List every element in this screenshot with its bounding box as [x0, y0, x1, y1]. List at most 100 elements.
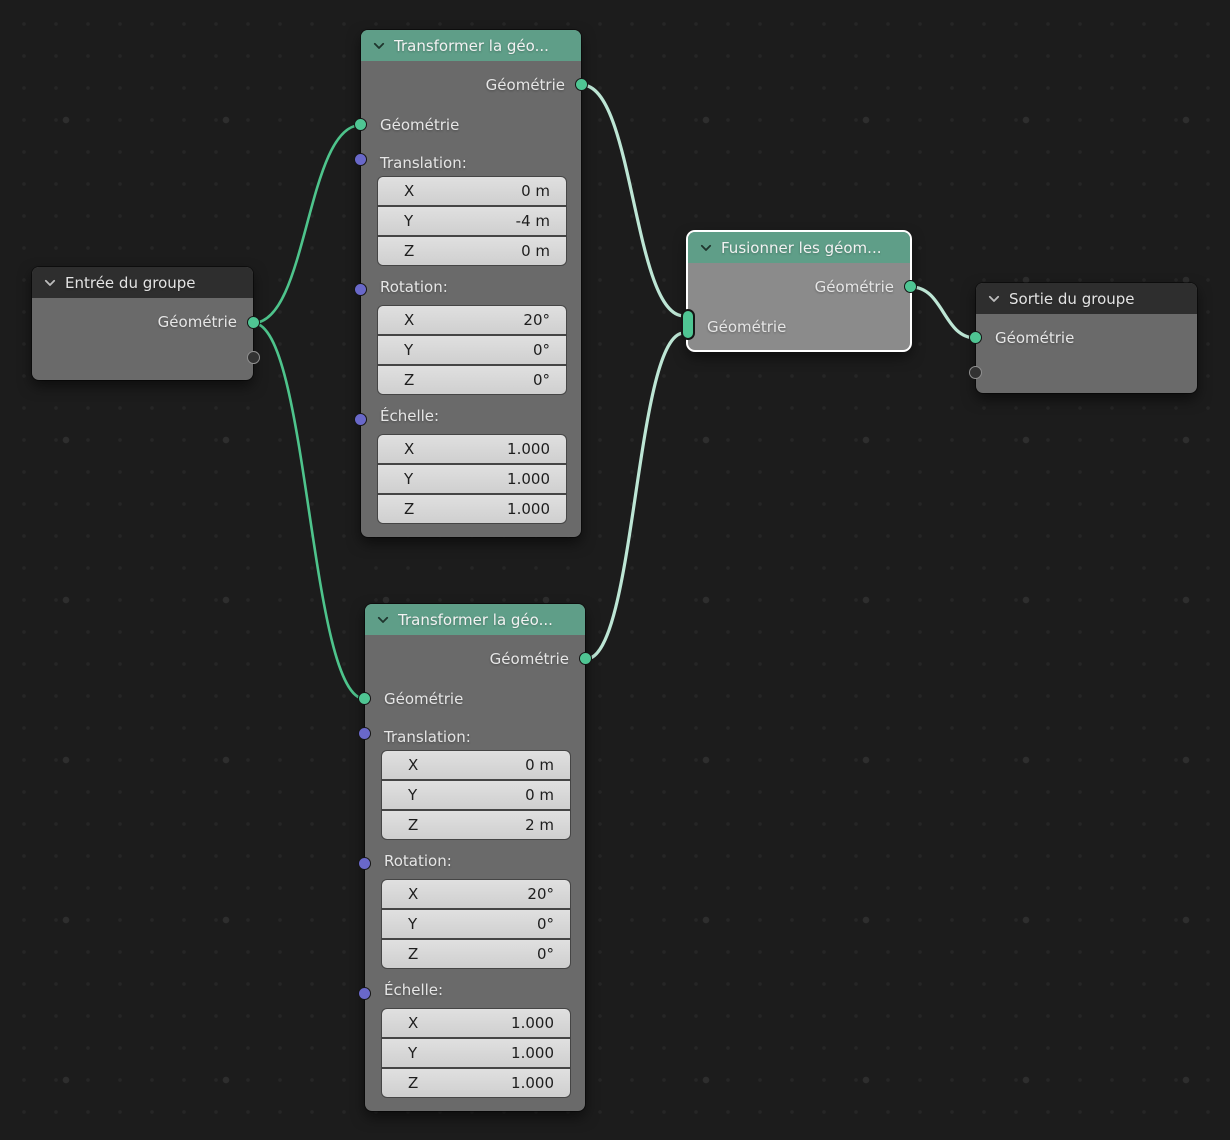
geometry-input-socket[interactable] [354, 118, 367, 131]
node-header[interactable]: Transformer la géo... [361, 30, 581, 61]
vector-fields-translation: X 0 m Y 0 m Z 2 m [382, 751, 570, 839]
field-rotation-y[interactable]: Y 0° [382, 910, 570, 938]
chevron-down-icon[interactable] [377, 616, 389, 624]
translation-input-socket[interactable] [354, 153, 367, 166]
input-row-scale: Échelle: [361, 402, 581, 430]
chevron-down-icon[interactable] [988, 295, 1000, 303]
output-label: Géométrie [157, 313, 237, 331]
translation-input-socket[interactable] [358, 727, 371, 740]
field-scale-y[interactable]: Y 1.000 [378, 465, 566, 493]
field-scale-x[interactable]: X 1.000 [382, 1009, 570, 1037]
field-translation-y[interactable]: Y 0 m [382, 781, 570, 809]
field-translation-y[interactable]: Y -4 m [378, 207, 566, 235]
field-translation-x[interactable]: X 0 m [382, 751, 570, 779]
axis-label: X [404, 440, 415, 458]
axis-label: X [404, 311, 415, 329]
node-header[interactable]: Transformer la géo... [365, 604, 585, 635]
field-value: 0° [536, 945, 554, 963]
axis-label: Y [408, 1044, 418, 1062]
node-transform-geometry-bottom[interactable]: Transformer la géo... Géométrie Géométri… [358, 604, 592, 1111]
input-row-rotation: Rotation: [361, 273, 581, 301]
input-label: Géométrie [707, 318, 787, 336]
input-label: Translation: [380, 154, 467, 172]
node-join-geometry[interactable]: Fusionner les géom... Géométrie Géométri… [681, 232, 917, 350]
virtual-output-socket[interactable] [247, 351, 260, 364]
virtual-input-socket[interactable] [969, 366, 982, 379]
field-translation-z[interactable]: Z 0 m [378, 237, 566, 265]
axis-label: Y [404, 470, 414, 488]
field-rotation-z[interactable]: Z 0° [382, 940, 570, 968]
field-value: 1.000 [507, 470, 550, 488]
field-rotation-y[interactable]: Y 0° [378, 336, 566, 364]
field-translation-z[interactable]: Z 2 m [382, 811, 570, 839]
wire-groupinput-to-transform-top[interactable] [251, 123, 363, 325]
field-value: 1.000 [507, 500, 550, 518]
axis-label: Y [408, 786, 418, 804]
output-label: Géométrie [485, 76, 565, 94]
scale-input-socket[interactable] [354, 413, 367, 426]
geometry-output-socket[interactable] [247, 316, 260, 329]
geometry-output-socket[interactable] [575, 78, 588, 91]
field-scale-x[interactable]: X 1.000 [378, 435, 566, 463]
field-value: -4 m [515, 212, 550, 230]
field-translation-x[interactable]: X 0 m [378, 177, 566, 205]
field-scale-y[interactable]: Y 1.000 [382, 1039, 570, 1067]
field-value: 0 m [525, 756, 554, 774]
node-transform-geometry-top[interactable]: Transformer la géo... Géométrie Géométri… [354, 30, 588, 537]
rotation-input-socket[interactable] [354, 283, 367, 296]
axis-label: X [408, 756, 419, 774]
input-row-geometry: Géométrie [976, 320, 1197, 356]
axis-label: Y [408, 915, 418, 933]
input-row-translation: Translation: [365, 723, 585, 751]
axis-label: Y [404, 341, 414, 359]
chevron-down-icon[interactable] [44, 279, 56, 287]
field-value: 2 m [525, 816, 554, 834]
chevron-down-icon[interactable] [700, 244, 712, 252]
rotation-input-socket[interactable] [358, 857, 371, 870]
input-label: Translation: [384, 728, 471, 746]
output-label: Géométrie [814, 278, 894, 296]
node-title: Transformer la géo... [398, 610, 553, 629]
node-title: Entrée du groupe [65, 273, 196, 292]
node-header[interactable]: Entrée du groupe [32, 267, 253, 298]
node-title: Sortie du groupe [1009, 289, 1135, 308]
input-label: Rotation: [384, 852, 452, 870]
geometry-input-socket[interactable] [969, 331, 982, 344]
axis-label: Z [408, 816, 419, 834]
field-rotation-x[interactable]: X 20° [378, 306, 566, 334]
field-rotation-x[interactable]: X 20° [382, 880, 570, 908]
field-value: 1.000 [511, 1074, 554, 1092]
field-value: 20° [527, 885, 554, 903]
geometry-output-socket[interactable] [579, 652, 592, 665]
chevron-down-icon[interactable] [373, 42, 385, 50]
input-label: Géométrie [380, 116, 460, 134]
node-group-input[interactable]: Entrée du groupe Géométrie [32, 267, 260, 380]
vector-fields-rotation: X 20° Y 0° Z 0° [378, 306, 566, 394]
axis-label: X [408, 1014, 419, 1032]
axis-label: Z [404, 500, 415, 518]
geometry-input-socket[interactable] [358, 692, 371, 705]
input-row-scale: Échelle: [365, 976, 585, 1004]
field-value: 1.000 [511, 1014, 554, 1032]
field-rotation-z[interactable]: Z 0° [378, 366, 566, 394]
geometry-multi-input-socket[interactable] [681, 309, 695, 340]
field-value: 0 m [525, 786, 554, 804]
field-scale-z[interactable]: Z 1.000 [378, 495, 566, 523]
output-row-geometry: Géométrie [32, 304, 253, 340]
wire-join-to-groupoutput[interactable] [909, 285, 978, 340]
field-value: 0 m [521, 182, 550, 200]
geometry-output-socket[interactable] [904, 280, 917, 293]
wire-transform-bottom-to-join[interactable] [584, 331, 686, 661]
field-scale-z[interactable]: Z 1.000 [382, 1069, 570, 1097]
scale-input-socket[interactable] [358, 987, 371, 1000]
node-group-output[interactable]: Sortie du groupe Géométrie [969, 283, 1197, 393]
wire-transform-top-to-join[interactable] [580, 83, 686, 318]
input-label: Géométrie [995, 329, 1075, 347]
input-row-geometry: Géométrie [688, 309, 910, 345]
node-header[interactable]: Fusionner les géom... [688, 232, 910, 263]
output-row-geometry: Géométrie [365, 641, 585, 677]
node-header[interactable]: Sortie du groupe [976, 283, 1197, 314]
wire-groupinput-to-transform-bottom[interactable] [251, 321, 367, 701]
